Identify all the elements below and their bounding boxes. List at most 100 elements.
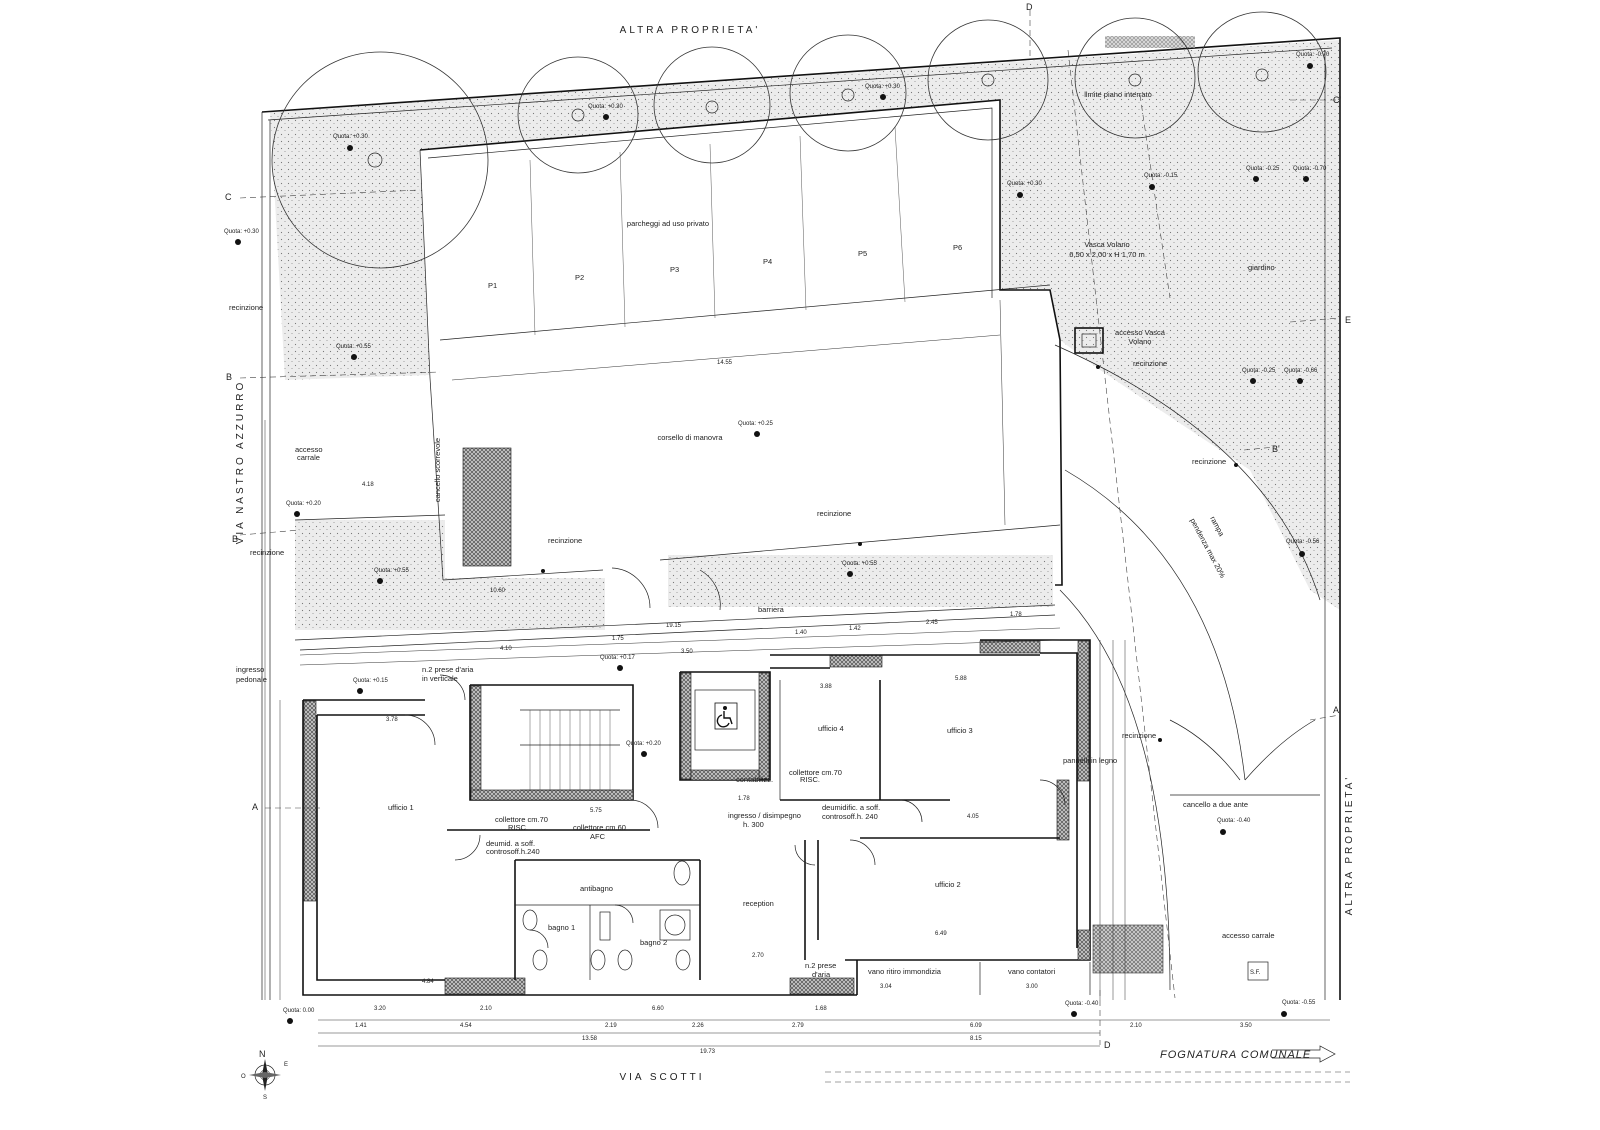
ingresso-pedonale-label: ingresso [236, 665, 264, 674]
parking-stall: P2 [575, 273, 584, 282]
note: collettore cm.70 [789, 768, 842, 777]
note: n.2 prese d'aria [422, 665, 474, 674]
quota-label: Quota: +0.55 [374, 568, 410, 574]
quota-label: Quota: +0.20 [626, 741, 662, 747]
quota-marker [603, 114, 609, 120]
sewer-arrow [1272, 1045, 1336, 1063]
doors [404, 567, 1066, 949]
compass-s: S [263, 1095, 267, 1101]
room-vano-contatori: vano contatori [1008, 967, 1055, 976]
parking-stall: P6 [953, 243, 962, 252]
room-ufficio4: ufficio 4 [818, 724, 844, 733]
note: controsoff.h.240 [486, 847, 540, 856]
quota-marker [1149, 184, 1155, 190]
section-mark: B [232, 534, 238, 544]
quota-marker [1253, 176, 1259, 182]
quota-label: Quota: +0.55 [336, 344, 372, 350]
dim-label: 1.75 [612, 636, 624, 642]
room-ufficio2: ufficio 2 [935, 880, 961, 889]
note: pannelli in legno [1063, 756, 1117, 765]
dim-label: 1.40 [795, 630, 807, 636]
note: AFC [590, 832, 606, 841]
quota-label: Quota: -0.40 [1217, 818, 1251, 824]
quota-label: Quota: -0.40 [1065, 1001, 1099, 1007]
dim-label: 2.10 [480, 1006, 492, 1012]
section-marks: C B B A A C' E B' D D [225, 2, 1351, 1050]
note: collettore cm.70 [495, 815, 548, 824]
quota-label: Quota: +0.30 [1007, 181, 1043, 187]
parking-stall: P3 [670, 265, 679, 274]
dim-label: 3.50 [1240, 1023, 1252, 1029]
fence-label: recinzione [1122, 731, 1156, 740]
quota-marker [847, 571, 853, 577]
quota-label: Quota: 0.00 [283, 1008, 315, 1014]
accesso-carrale-label: accesso [295, 445, 323, 454]
compass-e: E [284, 1062, 288, 1068]
room-reception: reception [743, 899, 774, 908]
section-mark: B' [1272, 444, 1280, 454]
fixtures [522, 860, 691, 971]
sf-label: S.F. [1250, 970, 1261, 976]
dim-label: 6.09 [970, 1023, 982, 1029]
quota-marker [1281, 1011, 1287, 1017]
dim-label: 6.60 [652, 1006, 664, 1012]
dim-label: 2.70 [752, 953, 764, 959]
room-ufficio1: ufficio 1 [388, 803, 414, 812]
fence-lines [294, 365, 1238, 742]
barriera-label: barriera [758, 605, 785, 614]
dim-label: 5.75 [590, 808, 602, 814]
parking-title: parcheggi ad uso privato [627, 219, 709, 228]
ramp [1054, 49, 1321, 999]
quota-label: Quota: +0.55 [842, 561, 878, 567]
dim-label: 2.10 [1130, 1023, 1142, 1029]
rampa-label: rampa [1208, 515, 1226, 539]
quota-label: Quota: +0.15 [353, 678, 389, 684]
quota-marker [754, 431, 760, 437]
room-ingresso: h. 300 [743, 820, 764, 829]
limite-label: limite piano interrato [1084, 90, 1152, 99]
parking-block [419, 99, 1063, 586]
garden-areas [270, 40, 1340, 630]
left-street-label: VIA NASTRO AZZURRO [235, 380, 246, 545]
note: collettore cm.60 [573, 823, 626, 832]
giardino-label: giardino [1248, 263, 1275, 272]
note: deumid. a soff. [486, 839, 535, 848]
dim-label: 1.41 [355, 1023, 367, 1029]
quota-label: Quota: +0.30 [865, 84, 901, 90]
quota-marker [1220, 829, 1226, 835]
section-mark: C [225, 192, 232, 202]
parking-stall: P4 [763, 257, 772, 266]
dim-label: 1.78 [1010, 612, 1022, 618]
building-walls [302, 639, 1164, 996]
stair-steps [520, 710, 620, 790]
cancello-due-ante-label: cancello a due ante [1183, 800, 1248, 809]
fence-label: recinzione [548, 536, 582, 545]
room-bagno1: bagno 1 [548, 923, 575, 932]
quota-marker [357, 688, 363, 694]
dim-label: 19.15 [666, 623, 682, 629]
quota-marker [287, 1018, 293, 1024]
dim-label: 10.60 [490, 588, 506, 594]
ingresso-pedonale-label: pedonale [236, 675, 267, 684]
quota-label: Quota: -0.55 [1282, 1000, 1316, 1006]
vasca-dims: 6,50 x 2,00 x H 1,70 m [1069, 250, 1144, 259]
note: controsoff.h. 240 [822, 812, 878, 821]
accesso-vasca-label: accesso Vasca [1115, 328, 1166, 337]
sewer-label: FOGNATURA COMUNALE [1160, 1049, 1311, 1061]
dim-label: 14.55 [717, 360, 733, 366]
note: RISC. [508, 823, 528, 832]
dim-label: 19.73 [700, 1049, 716, 1055]
quota-label: Quota: -0.25 [1242, 368, 1276, 374]
accesso-carrale-label: carrale [297, 453, 320, 462]
note: RISC. [800, 775, 820, 784]
dim-label: 4.10 [500, 646, 512, 652]
section-mark: A [252, 802, 258, 812]
compass-n: N [259, 1049, 266, 1059]
dim-label: 2.19 [605, 1023, 617, 1029]
dim-label: 1.68 [815, 1006, 827, 1012]
top-boundary-label: ALTRA PROPRIETA' [620, 25, 761, 36]
quota-label: Quota: +0.30 [224, 229, 260, 235]
quota-label: Quota: -0.56 [1286, 539, 1320, 545]
room-ingresso: ingresso / disimpegno [728, 811, 801, 820]
vasca-title: Vasca Volano [1084, 240, 1129, 249]
